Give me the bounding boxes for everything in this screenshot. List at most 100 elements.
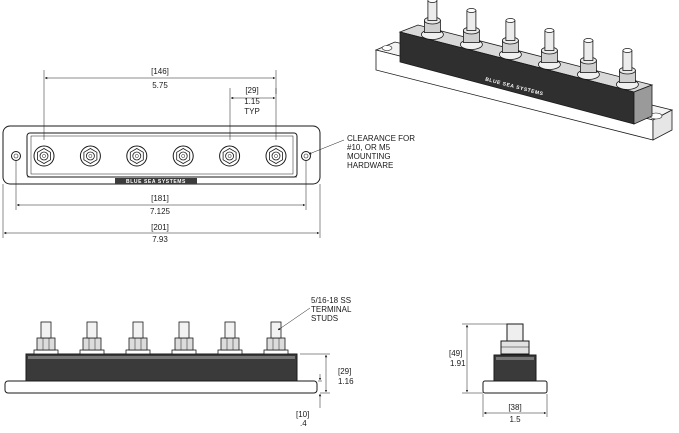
- iso-stud: [538, 28, 561, 70]
- iso-block-end: [633, 84, 653, 125]
- side-view: [49] 1.91 [38] 1.5: [449, 323, 548, 424]
- front-stud: [79, 321, 105, 355]
- dim-side-49-in: 1.91: [450, 359, 466, 368]
- dim-side-38-mm: [38]: [508, 403, 521, 412]
- dim-146-mm: [146]: [151, 67, 169, 76]
- side-nut: [500, 340, 530, 355]
- stud-shaft: [505, 20, 516, 41]
- stud-tip: [227, 154, 232, 158]
- stud-shaft: [178, 321, 190, 339]
- stud-washer: [79, 349, 105, 355]
- dim-front-29-in: 1.16: [338, 377, 354, 386]
- stud-tip: [42, 154, 46, 158]
- stud-tip: [583, 38, 594, 43]
- top-mount-hole-right-inner: [303, 153, 309, 159]
- stud-washer: [263, 349, 289, 355]
- top-stud: [126, 145, 148, 167]
- iso-studs: [420, 0, 639, 90]
- top-block: [26, 132, 298, 178]
- stud-tip: [622, 48, 633, 53]
- stud-shaft: [178, 151, 188, 161]
- stud-nut: [128, 337, 148, 351]
- clearance-note-line-2: #10, OR M5: [347, 143, 391, 152]
- dim-201-mm: [201]: [151, 223, 169, 232]
- stud-shaft: [132, 321, 144, 339]
- top-mount-hole-right: [301, 151, 311, 161]
- top-stud: [33, 145, 55, 167]
- top-stud: [79, 145, 101, 167]
- stud-nut: [82, 337, 102, 351]
- stud-washer: [217, 349, 243, 355]
- stud-nut: [220, 337, 240, 351]
- side-block-highlight: [496, 357, 534, 360]
- clearance-note-line-1: CLEARANCE FOR: [347, 134, 415, 143]
- iso-stud: [420, 0, 444, 40]
- stud-shaft: [270, 321, 282, 339]
- stud-tip: [505, 18, 516, 23]
- iso-stud: [616, 48, 639, 90]
- top-studs: [33, 145, 287, 167]
- stud-shaft: [39, 151, 49, 161]
- top-block-inner: [30, 135, 294, 175]
- iso-stud: [498, 18, 522, 60]
- isometric-view: BLUE SEA SYSTEMS: [374, 0, 674, 141]
- stud-note-line-1: 5/16-18 SS: [311, 296, 351, 305]
- stud-tip: [274, 154, 278, 158]
- clearance-leader: [308, 139, 345, 155]
- stud-shaft: [224, 321, 236, 339]
- dim-29-mm: [29]: [245, 86, 258, 95]
- dim-base-10-in: .4: [300, 419, 307, 428]
- iso-mount-hole-left: [381, 45, 393, 51]
- front-studs: [33, 321, 289, 355]
- stud-shaft: [40, 321, 52, 339]
- dim-front-29-mm: [29]: [338, 367, 351, 376]
- stud-shaft: [225, 151, 235, 161]
- dim-146-in: 5.75: [152, 81, 168, 90]
- clearance-note-line-3: MOUNTING: [347, 152, 391, 161]
- clearance-note-line-4: HARDWARE: [347, 161, 393, 170]
- stud-tip: [134, 154, 139, 158]
- stud-note-line-3: STUDS: [311, 314, 338, 323]
- front-stud: [263, 321, 289, 355]
- front-stud: [33, 321, 59, 355]
- stud-washer: [33, 349, 59, 355]
- stud-washer: [125, 349, 151, 355]
- dim-base-10-mm: [10]: [296, 410, 309, 419]
- stud-nut: [174, 337, 194, 351]
- front-stud: [217, 321, 243, 355]
- stud-tip: [427, 0, 438, 3]
- stud-tip: [544, 28, 555, 33]
- top-mount-hole-left-inner: [13, 153, 19, 159]
- top-brand-label: BLUE SEA SYSTEMS: [126, 179, 186, 185]
- stud-nut: [36, 337, 56, 351]
- dim-181-in: 7.125: [150, 207, 171, 216]
- side-stud: [506, 323, 524, 342]
- front-stud: [171, 321, 197, 355]
- stud-shaft: [86, 321, 98, 339]
- stud-tip: [88, 154, 93, 158]
- dim-29-in: 1.15: [244, 97, 260, 106]
- top-stud: [265, 145, 287, 167]
- dim-side-38-in: 1.5: [509, 415, 521, 424]
- top-mount-hole-left: [11, 151, 21, 161]
- dim-201-in: 7.93: [152, 235, 168, 244]
- top-stud: [219, 145, 241, 167]
- front-stud: [125, 321, 151, 355]
- stud-washer: [171, 349, 197, 355]
- stud-shaft: [271, 151, 281, 161]
- stud-shaft: [427, 0, 438, 21]
- iso-stud: [577, 38, 600, 80]
- dim-side-49-mm: [49]: [449, 349, 462, 358]
- stud-shaft: [466, 10, 477, 31]
- stud-shaft: [132, 151, 142, 161]
- dim-29-typ: TYP: [244, 107, 260, 116]
- stud-tip: [181, 154, 186, 158]
- top-brand-plate: [115, 178, 197, 184]
- stud-note-leader: [277, 307, 311, 331]
- front-view: 5/16-18 SS TERMINAL STUDS [29] 1.16 [10]…: [4, 296, 354, 428]
- top-view: BLUE SEA SYSTEMS [146] 5.75 [29] 1.15 TY…: [2, 67, 415, 244]
- stud-tip: [466, 8, 477, 13]
- dim-181-mm: [181]: [151, 194, 169, 203]
